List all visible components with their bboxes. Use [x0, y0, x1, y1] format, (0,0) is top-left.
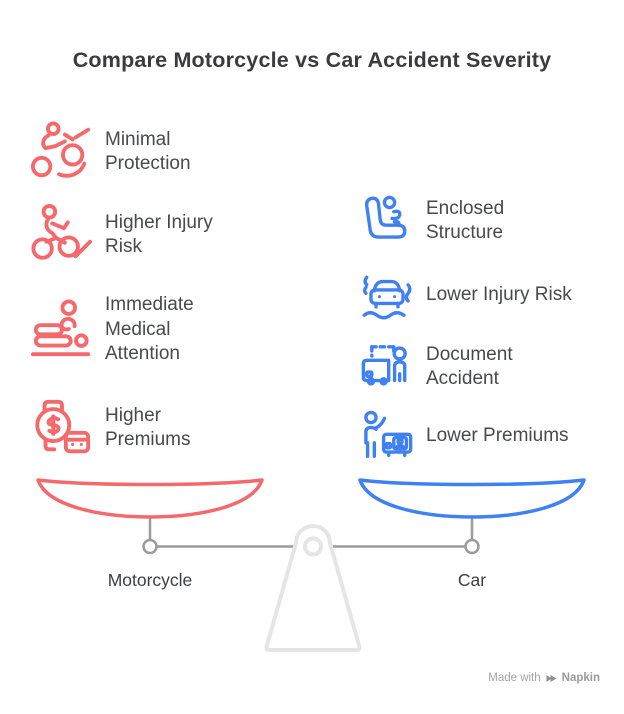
motorcyclist-icon	[30, 204, 92, 266]
right-beam-ring	[464, 538, 480, 555]
vehicle-and-person-icon	[360, 340, 414, 394]
napkin-logo-icon	[546, 674, 557, 682]
watermark-prefix: Made with	[488, 672, 541, 684]
list-item-higher-injury-risk: Higher Injury Risk	[30, 204, 235, 266]
skidding-car-icon	[360, 268, 414, 322]
motorcycle-accident-icon	[30, 121, 92, 183]
medical-attention-icon	[30, 299, 92, 361]
list-item-lower-injury-risk: Lower Injury Risk	[360, 268, 572, 322]
right-pan-car	[358, 478, 586, 519]
item-label: Higher Injury Risk	[105, 211, 213, 258]
list-item-lower-premiums: Lower Premiums	[360, 409, 569, 463]
item-label: Lower Premiums	[426, 424, 569, 446]
pedestal-pivot-hole	[303, 536, 323, 557]
right-side-label: Car	[457, 570, 487, 590]
item-label: Minimal Protection	[105, 128, 191, 175]
item-label: Lower Injury Risk	[426, 283, 572, 305]
napkin-watermark-link[interactable]: Made with Napkin	[488, 672, 600, 684]
item-label: Higher Premiums	[105, 404, 191, 451]
pedestal	[264, 524, 362, 652]
list-item-document-accident: Document Accident	[360, 340, 578, 394]
item-label: Immediate Medical Attention	[105, 294, 194, 364]
list-item-enclosed-structure: Enclosed Structure	[360, 194, 578, 248]
left-side-label: Motorcycle	[107, 570, 193, 590]
left-pan-motorcycle	[36, 478, 264, 519]
list-item-immediate-medical-attention: Immediate Medical Attention	[30, 293, 235, 367]
page-title: Compare Motorcycle vs Car Accident Sever…	[72, 48, 552, 72]
left-beam-ring	[142, 538, 158, 555]
person-waving-vehicle-icon	[360, 409, 414, 463]
watermark-brand: Napkin	[561, 672, 600, 684]
item-label: Enclosed Structure	[426, 197, 505, 244]
balance-scale-graphic	[36, 478, 586, 652]
item-label: Document Accident	[426, 343, 513, 390]
list-item-minimal-protection: Minimal Protection	[30, 121, 235, 183]
list-item-higher-premiums: Higher Premiums	[30, 397, 235, 459]
watch-dollar-icon	[30, 397, 92, 459]
car-seat-icon	[360, 194, 414, 248]
